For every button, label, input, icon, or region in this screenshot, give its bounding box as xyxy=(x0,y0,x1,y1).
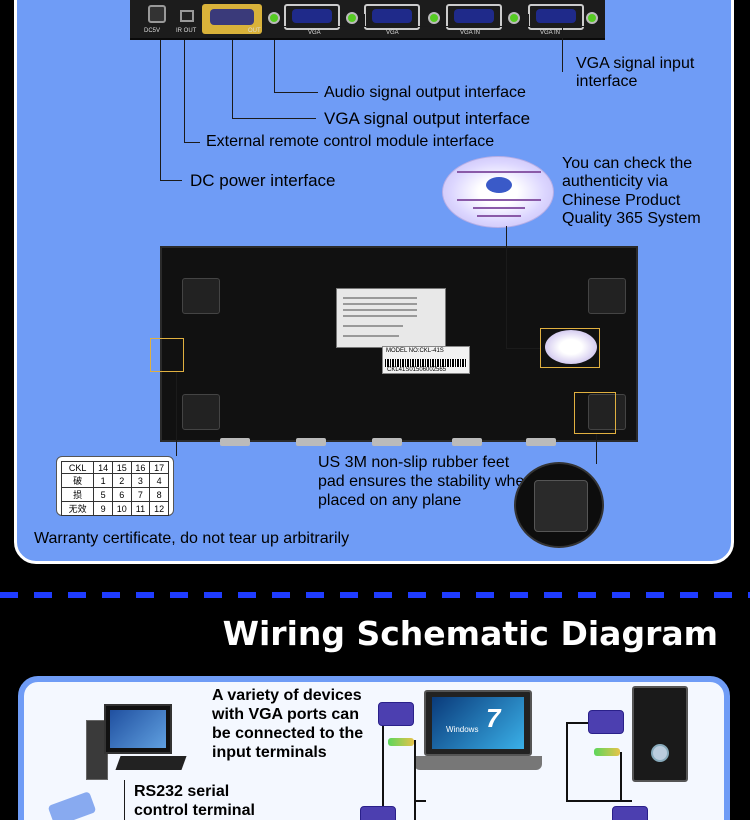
vga-input-port-4-icon xyxy=(528,4,584,30)
devices-description: A variety of devices with VGA ports can … xyxy=(212,687,364,761)
audio-input-jack-4-icon xyxy=(586,12,598,24)
desktop-monitor-icon xyxy=(104,704,172,754)
ir-port-label: IR OUT xyxy=(176,28,197,34)
warranty-cell: 5 xyxy=(93,487,113,502)
laptop-base xyxy=(414,756,542,770)
vga-port-1-label: VGA xyxy=(308,30,321,36)
warranty-cell: 15 xyxy=(111,461,132,474)
rubber-foot-zoom xyxy=(514,462,604,548)
keyboard-icon xyxy=(115,756,187,770)
vga-plug-icon xyxy=(378,702,414,726)
audio-input-jack-1-icon xyxy=(346,12,358,24)
vga-input-annotation: VGA signal input interface xyxy=(576,55,695,91)
vga-input-port-1-icon xyxy=(284,4,340,30)
audio-plug-icon xyxy=(388,738,414,746)
anti-counterfeit-seal xyxy=(442,156,554,228)
warranty-card: CKL 14 15 16 17 破 1 2 3 4 损 5 6 7 8 无效 9… xyxy=(56,456,174,516)
warranty-cell: 17 xyxy=(149,461,169,474)
warranty-cell: 2 xyxy=(111,473,132,488)
authenticity-annotation: You can check the authenticity via Chine… xyxy=(562,155,701,228)
audio-plug-icon xyxy=(594,748,620,756)
serial-number: CKL41S01506002565 xyxy=(387,367,447,373)
section-divider xyxy=(0,592,750,598)
vga-plug-icon xyxy=(588,710,624,734)
warranty-cell: 4 xyxy=(149,473,169,488)
foot-highlight xyxy=(574,392,616,434)
out-port-label: OUT xyxy=(248,28,261,34)
remote-module-annotation: External remote control module interface xyxy=(206,133,495,150)
warranty-cell: 破 xyxy=(60,473,95,488)
vga-plug-icon xyxy=(612,806,648,820)
model-number: MODEL NO:CKL-41S xyxy=(386,348,444,354)
windows-label-text: Windows xyxy=(446,725,479,734)
audio-input-jack-3-icon xyxy=(508,12,520,24)
warranty-cell: 10 xyxy=(111,501,132,516)
warranty-cell: 7 xyxy=(130,487,151,502)
warranty-cell: 12 xyxy=(149,501,169,516)
dc-port-icon xyxy=(148,5,166,23)
warranty-cell: 损 xyxy=(60,487,95,502)
warranty-cell: 11 xyxy=(130,501,151,516)
warranty-cell: 1 xyxy=(93,473,113,488)
rubber-foot xyxy=(588,278,626,314)
vga-port-3-label: VGA IN xyxy=(460,30,481,36)
laptop-icon: 7 Windows xyxy=(424,690,532,756)
dc-port-label: DC5V xyxy=(144,28,161,34)
seal-highlight xyxy=(540,328,600,368)
audio-input-jack-2-icon xyxy=(428,12,440,24)
rubber-feet-annotation: US 3M non-slip rubber feet pad ensures t… xyxy=(318,454,534,509)
warranty-cell: 3 xyxy=(130,473,151,488)
vga-input-port-2-icon xyxy=(364,4,420,30)
warranty-cell: CKL xyxy=(60,461,95,474)
audio-output-annotation: Audio signal output interface xyxy=(324,84,526,101)
warranty-cell: 14 xyxy=(93,461,113,474)
windows-version-text: 7 xyxy=(486,703,501,733)
vga-port-2-label: VGA xyxy=(386,30,399,36)
warranty-cell: 无效 xyxy=(60,501,95,516)
rubber-foot xyxy=(182,394,220,430)
fcc-label xyxy=(336,288,446,348)
vga-port-4-label: VGA IN xyxy=(540,30,561,36)
audio-output-jack-icon xyxy=(268,12,280,24)
section-title: Wiring Schematic Diagram xyxy=(222,614,718,653)
warranty-cell: 9 xyxy=(93,501,113,516)
rs232-description: RS232 serial control terminal xyxy=(134,783,255,819)
rubber-foot xyxy=(588,394,626,430)
warranty-sticker-highlight xyxy=(150,338,184,372)
vga-output-annotation: VGA signal output interface xyxy=(324,109,531,128)
vga-output-port-icon xyxy=(202,4,262,34)
switch-rear-view: DC5V IR OUT OUT VGA VGA VGA IN VGA IN xyxy=(130,0,605,40)
dc-power-annotation: DC power interface xyxy=(190,171,336,190)
ir-port-icon xyxy=(180,10,194,22)
warranty-cell: 8 xyxy=(149,487,169,502)
model-label: MODEL NO:CKL-41S CKL41S01506002565 xyxy=(382,346,470,374)
warranty-annotation: Warranty certificate, do not tear up arb… xyxy=(34,530,350,547)
vga-input-port-3-icon xyxy=(446,4,502,30)
computer-tower-icon xyxy=(632,686,688,782)
rubber-foot xyxy=(182,278,220,314)
warranty-cell: 16 xyxy=(130,461,151,474)
warranty-cell: 6 xyxy=(111,487,132,502)
vga-plug-icon xyxy=(360,806,396,820)
small-seal-icon xyxy=(545,330,597,364)
